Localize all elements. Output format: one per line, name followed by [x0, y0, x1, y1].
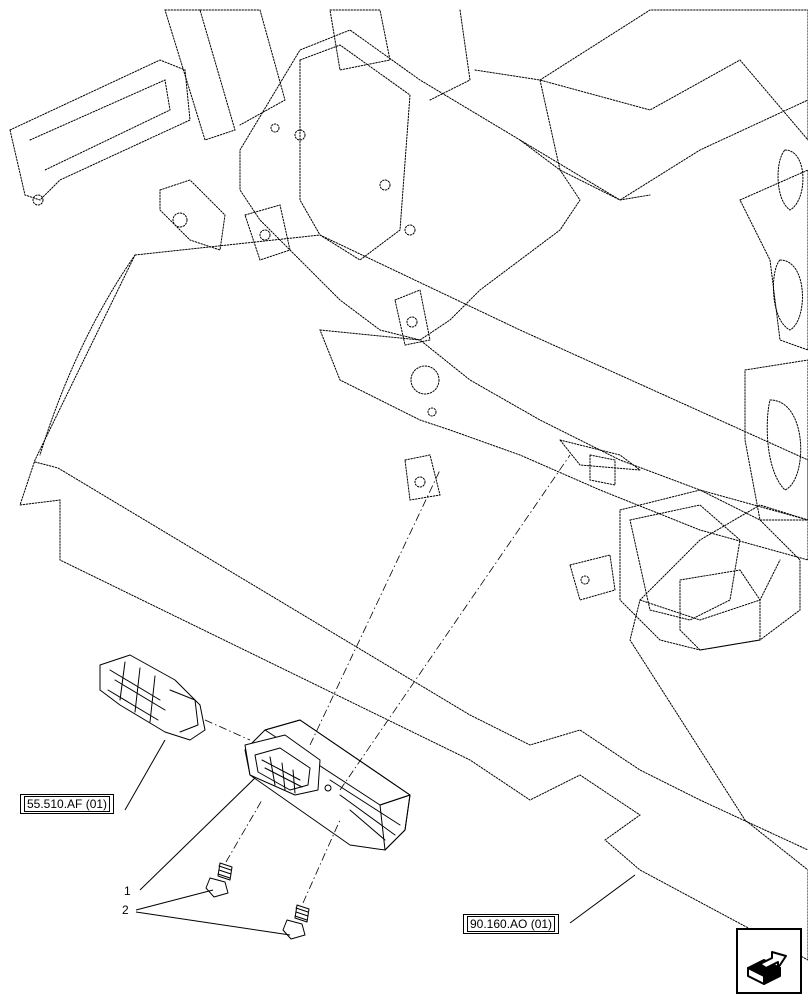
frame-upright — [164, 9, 236, 141]
mounted-bracket-hole — [580, 575, 590, 585]
frame-hole-1 — [32, 194, 44, 206]
module-post — [324, 784, 332, 792]
reference-55-510-af[interactable]: 55.510.AF (01) — [20, 794, 115, 814]
mounted-unit — [619, 489, 801, 651]
callout-item-2: 2 — [122, 903, 129, 917]
bracket-hole-2 — [379, 179, 391, 191]
bracket-tab-2-hole — [259, 229, 271, 241]
right-frame-cut — [766, 399, 802, 491]
lower-beam — [319, 329, 808, 561]
beam-tab-lower — [404, 454, 441, 501]
reference-90-160-ao-label: 90.160.AO (01) — [467, 916, 556, 932]
beam-hole-small — [427, 407, 437, 417]
central-bracket-face — [299, 44, 411, 261]
leader-item-2b — [135, 911, 291, 936]
screw-1-thread — [217, 865, 232, 879]
right-panel — [739, 169, 808, 351]
leader-ref-left — [124, 739, 166, 811]
reference-55-510-af-label: 55.510.AF (01) — [24, 796, 111, 812]
bracket-tab — [159, 179, 226, 251]
module-side — [379, 794, 411, 851]
frame-rail-left-inner — [29, 79, 171, 171]
mounted-unit-detail — [629, 504, 741, 621]
screw-2 — [282, 904, 310, 940]
mounted-bracket — [569, 554, 616, 601]
cross-member-lower — [519, 99, 808, 201]
central-bracket — [239, 29, 581, 341]
explode-line-1 — [309, 469, 441, 746]
frame-upright-2 — [199, 9, 286, 126]
connector-slot-2 — [589, 454, 616, 486]
reference-90-160-ao[interactable]: 90.160.AO (01) — [463, 914, 560, 934]
explode-line-4 — [225, 799, 263, 863]
leader-ref-right — [569, 874, 636, 924]
next-page-arrow-icon — [747, 951, 787, 985]
cross-member-edge — [474, 69, 651, 201]
mounted-unit-box — [679, 569, 761, 651]
floor-panel — [19, 234, 808, 961]
right-panel-cutout-2 — [772, 259, 803, 331]
harness-connector-latch — [169, 689, 199, 733]
right-frame — [744, 359, 808, 521]
mounted-unit-lower — [639, 559, 781, 621]
beam-tab-hole — [406, 316, 418, 328]
cross-member — [538, 9, 808, 141]
bracket-hole-3 — [404, 224, 416, 236]
right-panel-cutout — [777, 149, 804, 211]
beam-tab-lower-hole — [414, 476, 426, 488]
frame-rail-left — [9, 59, 191, 201]
floor-panel-fold — [39, 254, 136, 456]
module-connector-pins — [261, 756, 303, 794]
frame-column-2 — [429, 9, 471, 101]
floor-panel-edge — [34, 461, 808, 851]
bracket-hole-1 — [294, 129, 306, 141]
module-connector-face — [254, 747, 311, 791]
bracket-hole-4 — [270, 123, 280, 133]
frame-column — [329, 9, 391, 71]
beam-tab — [394, 289, 431, 346]
explode-line-2 — [339, 454, 571, 791]
screw-1 — [205, 862, 233, 898]
explode-line-3 — [204, 719, 251, 741]
callout-item-1: 1 — [124, 884, 131, 898]
bracket-tab-2 — [244, 204, 291, 261]
beam-hole-large — [410, 365, 440, 395]
leader-item-2a — [135, 889, 214, 911]
harness-connector-grid — [107, 661, 166, 723]
next-page-button[interactable] — [736, 928, 802, 994]
bracket-tab-hole — [172, 212, 188, 228]
screw-2-thread — [294, 907, 309, 921]
connector-slot — [558, 439, 642, 471]
leader-item-1 — [139, 777, 256, 891]
